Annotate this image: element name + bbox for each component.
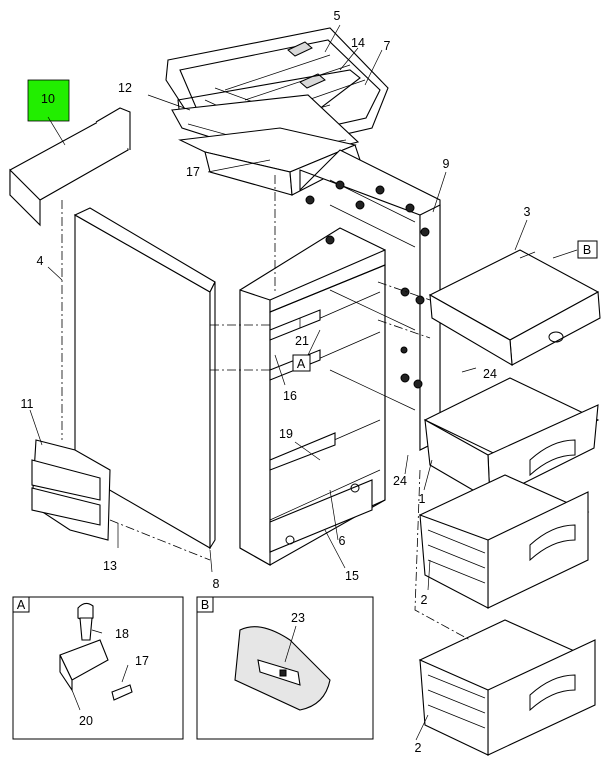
callout-6: 6 [339,534,346,548]
callout-2-upper: 2 [421,593,428,607]
callout-3: 3 [524,205,531,219]
main-frame [239,227,386,566]
callout-19: 19 [279,427,293,441]
callout-18: 18 [115,627,129,641]
callout-9: 9 [443,157,450,171]
drawer-part-1 [423,377,600,501]
detail-panel-b [196,596,374,740]
tray-part-3 [428,249,601,367]
view-ref-a-main: A [297,357,306,371]
callout-17-detail: 17 [135,654,149,668]
callout-16: 16 [283,389,297,403]
callout-labels: 10 5 14 7 12 17 9 3 4 11 13 8 21 16 19 6… [17,9,591,755]
callout-14: 14 [351,36,365,50]
drawer-part-2-upper [418,474,590,609]
callout-23: 23 [291,611,305,625]
leader-lines [29,24,578,741]
detail-panel-a [12,596,184,740]
callout-4: 4 [37,254,44,268]
callout-2-lower: 2 [415,741,422,755]
view-ref-box-b [577,240,598,259]
callout-15: 15 [345,569,359,583]
view-ref-b-main: B [583,243,591,257]
drawer-part-2-lower [418,619,596,756]
detail-b-label: B [201,598,209,612]
callout-8: 8 [213,577,220,591]
side-panel-part-8 [73,207,216,550]
callout-21: 21 [295,334,309,348]
callout-24-lower: 24 [393,474,407,488]
callout-11: 11 [21,397,34,411]
view-ref-box-a [292,354,311,372]
detail-a-label: A [17,598,26,612]
highlight-box-10 [27,79,70,122]
callout-13: 13 [103,559,117,573]
callout-20: 20 [79,714,93,728]
callout-17-main: 17 [186,165,200,179]
callout-12: 12 [118,81,132,95]
callout-7: 7 [384,39,391,53]
callout-5: 5 [334,9,341,23]
assembly-lines [61,175,471,641]
callout-10: 10 [41,92,55,106]
top-cover-part-10 [9,107,131,227]
front-trim-part-11 [31,439,111,541]
callout-24-upper: 24 [483,367,497,381]
callout-1: 1 [419,492,426,506]
